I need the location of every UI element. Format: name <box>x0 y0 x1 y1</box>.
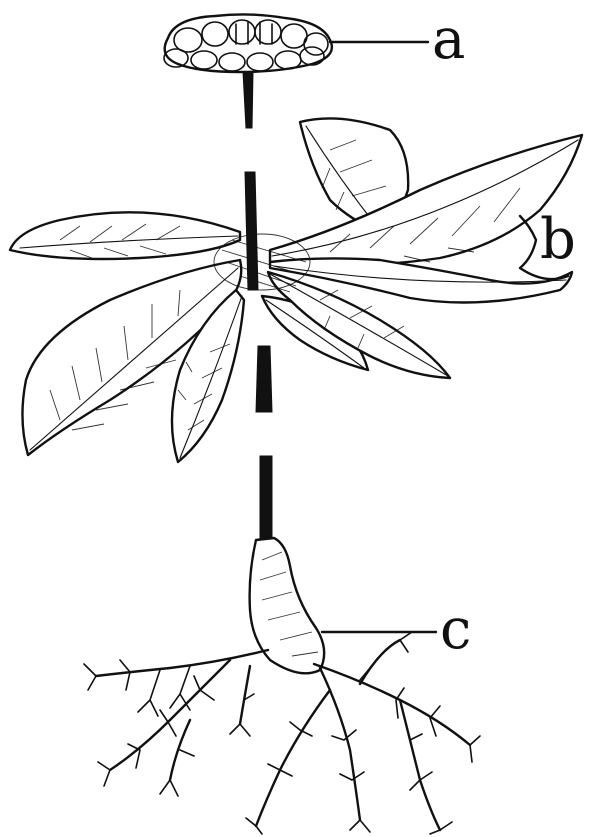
leaf-whorl <box>10 118 582 462</box>
label-a: a <box>432 7 465 72</box>
label-b: b <box>540 207 576 272</box>
flower-cluster <box>164 14 332 72</box>
root-system <box>84 456 480 834</box>
flower-stalk <box>243 72 253 128</box>
label-c: c <box>440 597 471 662</box>
